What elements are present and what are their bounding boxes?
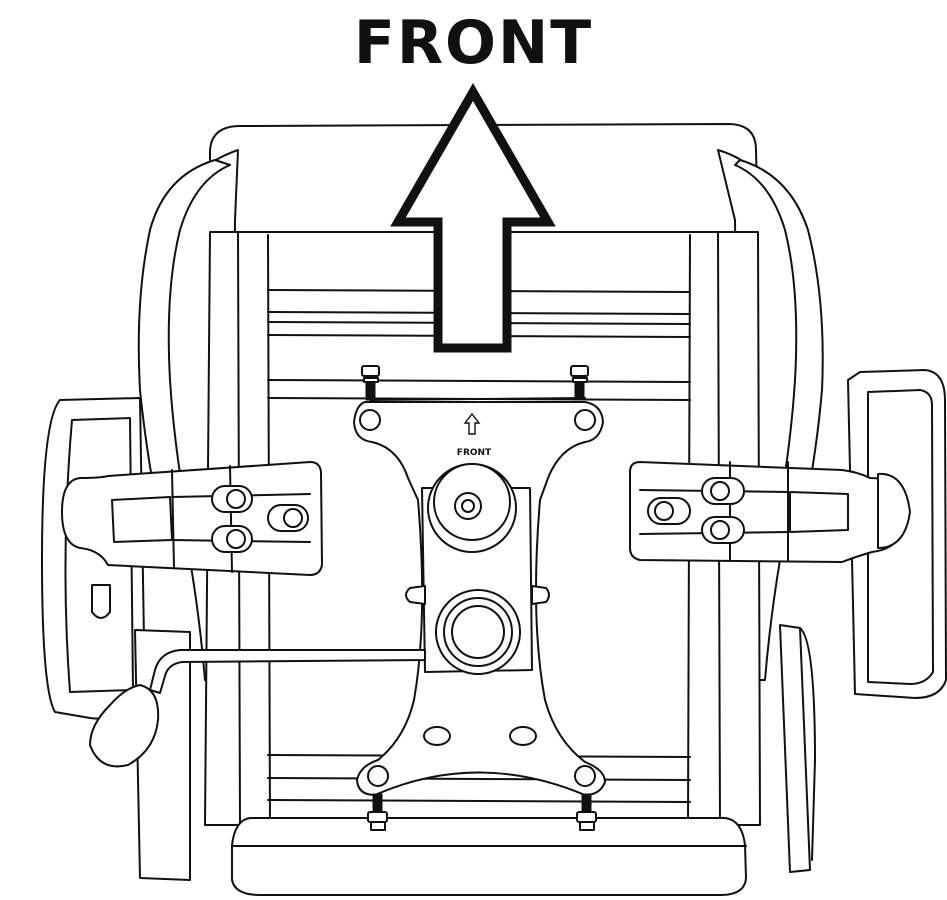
- height-adjust-lever: [89, 649, 426, 768]
- big-arrow-up-icon: [390, 82, 556, 353]
- tilt-mechanism: [405, 463, 550, 675]
- left-mounting-bracket: [61, 461, 323, 576]
- bolt-bottom-left: [367, 793, 388, 831]
- right-mounting-bracket: [629, 461, 911, 563]
- small-arrow-up-icon: [463, 412, 481, 435]
- bolt-top-right: [570, 365, 589, 401]
- plate-front-label: FRONT: [457, 448, 492, 458]
- front-heading: FRONT: [353, 8, 594, 78]
- bolt-top-left: [361, 365, 380, 401]
- bolt-bottom-right: [576, 793, 597, 831]
- seat-front-cushion: [231, 817, 747, 896]
